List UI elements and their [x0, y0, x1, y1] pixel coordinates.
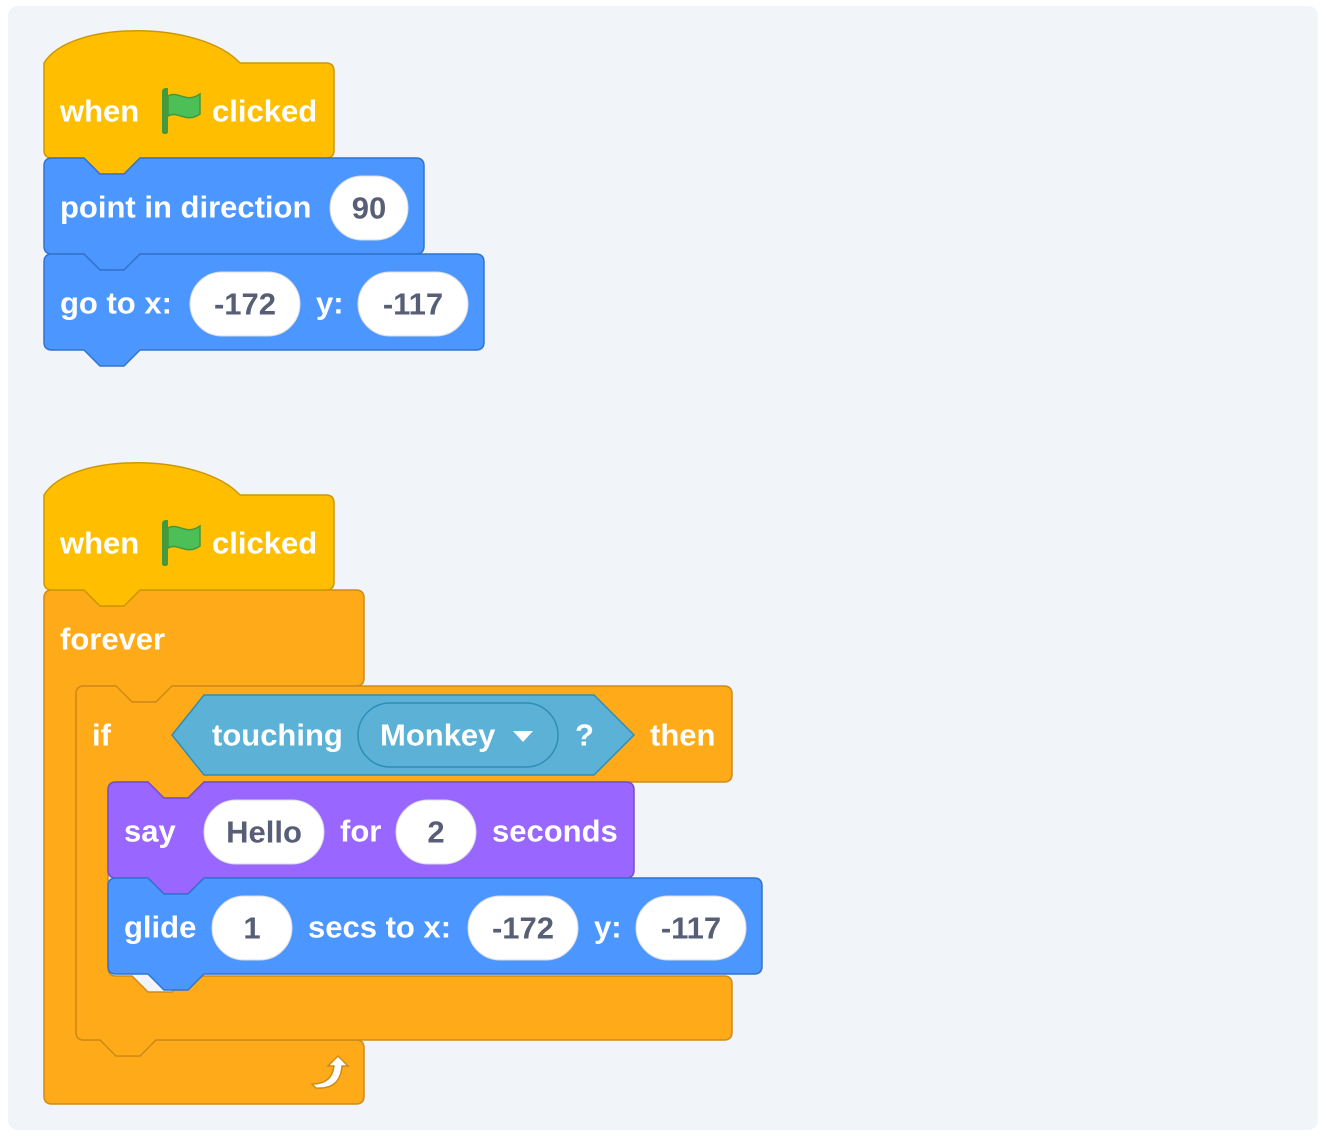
direction-value: 90: [352, 191, 386, 226]
secs-to-x-label: secs to x:: [308, 910, 451, 945]
say-secs-input[interactable]: [395, 799, 477, 865]
if-label: if: [92, 718, 112, 753]
glide-y-value: -117: [661, 911, 721, 946]
green-flag-icon: [162, 520, 201, 566]
say-message-value: Hello: [226, 815, 302, 850]
glide-label: glide: [124, 910, 196, 945]
goto-y-value: -117: [383, 287, 443, 322]
seconds-label: seconds: [492, 814, 618, 849]
when-flag-clicked-block-1[interactable]: when clicked: [43, 30, 335, 175]
green-flag-icon: [162, 88, 201, 134]
when-flag-clicked-block-2[interactable]: when clicked: [43, 462, 335, 607]
touching-label: touching: [212, 718, 343, 753]
goto-y-input[interactable]: [357, 271, 469, 337]
loop-arrow-icon: [310, 1054, 350, 1089]
clicked-label-2: clicked: [212, 526, 317, 561]
glide-y-input[interactable]: [635, 895, 747, 961]
glide-secs-value: 1: [243, 911, 260, 946]
glide-x-value: -172: [492, 911, 554, 946]
say-label: say: [124, 814, 176, 849]
go-to-x-label: go to x:: [60, 286, 172, 321]
when-label: when: [59, 94, 139, 129]
point-in-direction-label: point in direction: [60, 190, 311, 225]
script-1[interactable]: when clicked point in direction 90 go to…: [43, 30, 485, 367]
sprite-dropdown[interactable]: [357, 702, 559, 768]
touching-condition[interactable]: touching Monkey ?: [171, 694, 636, 776]
say-message-input[interactable]: [203, 799, 325, 865]
goto-x-input[interactable]: [189, 271, 301, 337]
when-label-2: when: [59, 526, 139, 561]
go-to-xy-block[interactable]: go to x: -172 y: -117: [43, 253, 485, 367]
glide-secs-input[interactable]: [211, 895, 293, 961]
glide-x-input[interactable]: [467, 895, 579, 961]
say-secs-value: 2: [427, 815, 444, 850]
clicked-label: clicked: [212, 94, 317, 129]
say-for-secs-block[interactable]: say Hello for 2 seconds: [107, 781, 635, 895]
then-label: then: [650, 718, 715, 753]
for-label: for: [340, 814, 381, 849]
if-then-block[interactable]: if touching Monkey ? then: [75, 685, 733, 1057]
sprite-dropdown-value: Monkey: [380, 718, 496, 753]
dropdown-caret-icon: [513, 731, 533, 742]
glide-to-xy-block[interactable]: glide 1 secs to x: -172 y: -117: [107, 877, 763, 991]
point-in-direction-block[interactable]: point in direction 90: [43, 157, 425, 271]
glide-y-label: y:: [594, 910, 622, 945]
script-2[interactable]: forever when clicked if touching: [43, 462, 763, 1105]
goto-x-value: -172: [214, 287, 276, 322]
forever-label: forever: [60, 622, 165, 657]
direction-input[interactable]: [329, 175, 409, 241]
goto-y-label: y:: [316, 286, 344, 321]
question-label: ?: [575, 718, 594, 753]
